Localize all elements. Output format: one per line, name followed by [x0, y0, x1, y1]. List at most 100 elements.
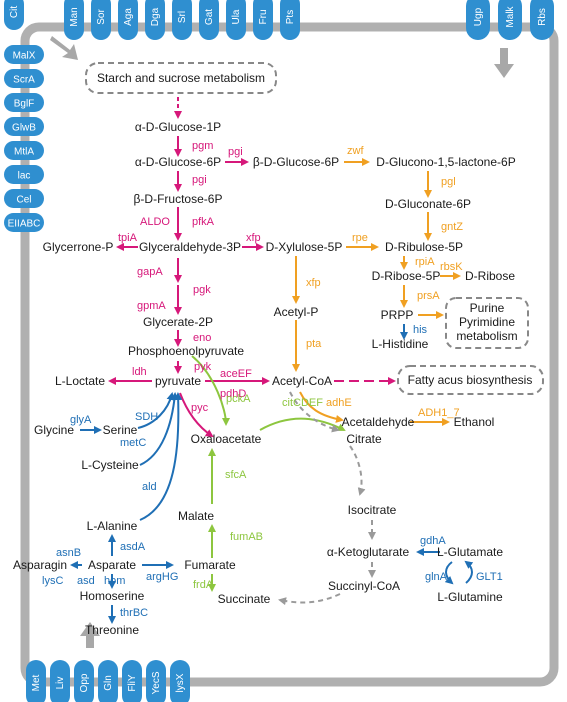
enzyme-pckA: pckA	[226, 393, 251, 405]
transporter-label: lysX	[175, 673, 186, 692]
transporter-bottom-4: FliY	[122, 660, 142, 702]
transporter-label: Man	[69, 7, 80, 26]
enzyme-ldh: ldh	[132, 366, 147, 378]
metabolite-ketoglutarate: α-Ketoglutarate	[327, 545, 410, 559]
transporter-top-right-1: Malk	[498, 0, 522, 40]
metabolite-threonine: Threonine	[85, 623, 139, 637]
fatty-box-label: Fatty acus biosynthesis	[408, 373, 533, 387]
enzyme-labels: pgm pgi pgi ALDO pfkA tpiA xfp gapA pgk …	[42, 140, 503, 619]
transporter-pill	[170, 660, 190, 702]
transporter-pill	[172, 0, 192, 40]
transporter-label: Rbs	[537, 8, 548, 26]
arrow-acetylcoa-citrate	[289, 391, 340, 433]
pathway-boxes: Starch and sucrose metabolism Purine Pyr…	[85, 62, 544, 395]
transporter-pill	[146, 660, 166, 702]
transporter-pill	[4, 0, 24, 30]
transporter-bottom-0: Met	[26, 660, 46, 702]
arrow-glutamate-glutamine	[444, 561, 454, 585]
transporter-left-2: BglF	[4, 93, 44, 112]
enzyme-eno: eno	[193, 332, 211, 344]
transporter-label: Ugp	[473, 7, 484, 26]
enzyme-xfp-1: xfp	[246, 232, 261, 244]
arrow-cysteine-pyruvate	[139, 392, 179, 466]
fatty-box	[397, 365, 544, 395]
transporter-label: BglF	[14, 99, 35, 110]
enzyme-aceEF: aceEF	[220, 368, 252, 380]
transporter-left-4: MtlA	[4, 141, 44, 160]
purine-box-line-1: Purine	[470, 301, 505, 315]
enzyme-pfkA: pfkA	[192, 216, 215, 228]
metabolite-ethanol: Ethanol	[454, 415, 495, 429]
transporter-left-0: MalX	[4, 45, 44, 64]
transporter-label: Opp	[79, 673, 90, 692]
metabolite-cysteine: L-Cysteine	[81, 458, 139, 472]
transporter-top-left-2: Sor	[91, 0, 111, 40]
transporter-label: Liv	[55, 677, 66, 690]
metabolite-asparagine: Asparagin	[13, 558, 67, 572]
metabolite-g3p: Glyceraldehyde-3P	[139, 240, 241, 254]
transporter-pill	[74, 660, 94, 702]
transporter-top-left-0: Cit	[4, 0, 24, 30]
transporter-label: Malk	[505, 5, 516, 27]
transporter-label: Srl	[177, 11, 188, 23]
transporter-top-right-2: Rbs	[530, 0, 554, 40]
metabolite-succinate: Succinate	[218, 592, 271, 606]
transporter-pill	[4, 189, 44, 208]
starch-box	[85, 62, 277, 94]
transporter-pill	[91, 0, 111, 40]
enzyme-citCDEF: citCDEF	[282, 397, 323, 409]
metabolite-gluconolactone: D-Glucono-1,5-lactone-6P	[376, 155, 515, 169]
arrow-alanine-pyruvate	[139, 392, 183, 521]
enzyme-glyA: glyA	[70, 414, 92, 426]
transporter-pill	[4, 45, 44, 64]
enzyme-thrBC: thrBC	[120, 607, 148, 619]
transporter-label: Pts	[285, 10, 296, 24]
metabolite-bglc6p: β-D-Glucose-6P	[253, 155, 339, 169]
metabolite-lactate: L-Loctate	[55, 374, 105, 388]
transporter-pill	[4, 213, 44, 232]
metabolite-acetylcoa: Acetyl-CoA	[272, 374, 332, 388]
transporter-pill	[145, 0, 165, 40]
enzyme-asd: asd	[77, 575, 95, 587]
enzyme-sfcA: sfcA	[225, 469, 247, 481]
transporter-pill	[466, 0, 490, 40]
enzyme-pgk: pgk	[193, 284, 211, 296]
metabolite-gluconate6p: D-Gluconate-6P	[385, 197, 471, 211]
transporter-label: YecS	[151, 671, 162, 694]
metabolite-glc6p: α-D-Glucose-6P	[135, 155, 221, 169]
metabolite-fru6p: β-D-Fructose-6P	[134, 192, 223, 206]
arrow-succinylcoa-succinate	[278, 593, 341, 606]
enzyme-pgl: pgl	[441, 176, 456, 188]
transporter-top-left-1: Man	[64, 0, 84, 40]
transporter-pill	[50, 660, 70, 702]
transporter-label: Gln	[103, 675, 114, 691]
transporter-pill	[530, 0, 554, 40]
transporter-bottom-2: Opp	[74, 660, 94, 702]
import-arrow-top-right	[494, 48, 514, 78]
transporter-label: EIIABC	[8, 219, 41, 230]
metabolite-histidine: L-Histidine	[372, 337, 429, 351]
transporter-label: lac	[18, 171, 31, 182]
enzyme-aldo: ALDO	[140, 216, 170, 228]
transporter-pill	[199, 0, 219, 40]
enzyme-ald: ald	[142, 481, 157, 493]
import-arrow-top-left	[50, 36, 78, 60]
enzyme-gapA: gapA	[137, 266, 163, 278]
metabolite-pyruvate: pyruvate	[155, 374, 201, 388]
metabolite-serine: Serine	[103, 423, 138, 437]
metabolite-glycerone: Glycerrone-P	[43, 240, 114, 254]
metabolite-malate: Malate	[178, 509, 214, 523]
metabolite-oxaloacetate: Oxaloacetate	[191, 432, 262, 446]
metabolite-homoserine: Homoserine	[80, 589, 145, 603]
transporter-top-left-9: Pts	[280, 0, 300, 40]
transporter-bottom-6: lysX	[170, 660, 190, 702]
transporter-pill	[64, 0, 84, 40]
enzyme-gpmA: gpmA	[137, 300, 166, 312]
enzyme-pgi-2: pgi	[192, 174, 207, 186]
enzyme-pdhD: pdhD	[220, 388, 246, 400]
transporter-pill	[4, 165, 44, 184]
metabolite-xylulose: D-Xylulose-5P	[266, 240, 343, 254]
enzyme-frdA: frdA	[193, 579, 214, 591]
